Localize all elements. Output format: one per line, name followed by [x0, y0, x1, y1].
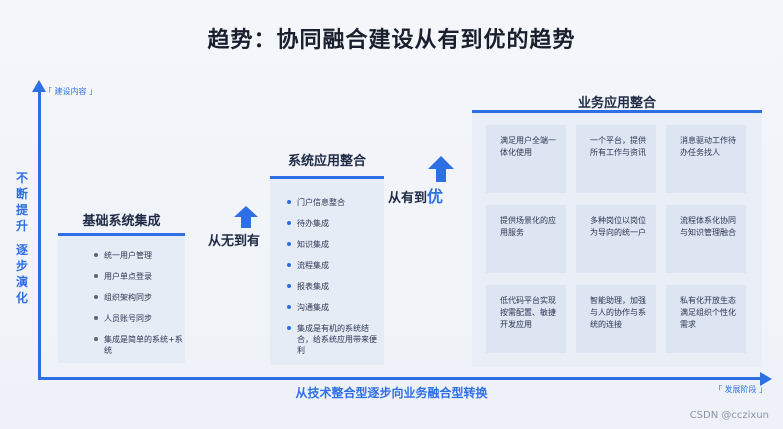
business-cell: 一个平台，提供所有工作与资讯: [576, 125, 656, 193]
business-cell: 消息驱动工作待办任务找人: [666, 125, 746, 193]
page-title: 趋势：协同融合建设从有到优的趋势: [207, 28, 576, 53]
list-item: 人员账号同步: [92, 313, 185, 324]
y-axis-tag: 「 建设内容 」: [44, 87, 98, 96]
y-axis-label-bottom: 逐步演化: [15, 243, 28, 305]
up-arrow-icon: [428, 156, 454, 182]
transition-2-prefix: 从有到: [388, 191, 428, 206]
transition-2-label: 从有到优: [388, 183, 443, 207]
system-stage-card: 门户信息整合待办集成知识集成流程集成报表集成沟通集成集成是有机的系统结合，给系统…: [270, 176, 384, 365]
list-item: 集成是简单的系统+系统: [92, 334, 185, 356]
list-item: 待办集成: [285, 218, 384, 229]
y-axis-label-top: 不断提升: [15, 171, 28, 233]
basic-stage-card: 统一用户管理用户单点登录组织架构同步人员账号同步集成是简单的系统+系统: [58, 233, 185, 363]
business-cell: 提供场景化的应用服务: [486, 205, 566, 273]
watermark: CSDN @cczixun: [689, 410, 769, 421]
list-item: 集成是有机的系统结合，给系统应用带来便利: [285, 323, 384, 356]
list-item: 统一用户管理: [92, 250, 185, 261]
x-axis-tag: 「 发展阶段 」: [714, 385, 768, 394]
list-item: 知识集成: [285, 239, 384, 250]
x-axis-arrow-icon: [760, 372, 772, 386]
business-cell: 私有化开放生态满足组织个性化需求: [666, 285, 746, 353]
list-item: 组织架构同步: [92, 292, 185, 303]
list-item: 门户信息整合: [285, 197, 384, 208]
business-cell: 流程体系化协同与知识管理融合: [666, 205, 746, 273]
y-axis-arrow-icon: [32, 80, 46, 92]
business-stage-panel: 满足用户全端一体化使用 一个平台，提供所有工作与资讯 消息驱动工作待办任务找人 …: [472, 110, 762, 367]
system-stage-title: 系统应用整合: [287, 154, 366, 169]
list-item: 用户单点登录: [92, 271, 185, 282]
business-stage-title: 业务应用整合: [577, 96, 656, 111]
business-cell: 智能助理，加强与人的协作与系统的连接: [576, 285, 656, 353]
transition-1-label: 从无到有: [208, 234, 261, 249]
x-axis-line: [38, 377, 763, 380]
y-axis-label: 不断提升 逐步演化: [14, 170, 30, 306]
list-item: 流程集成: [285, 260, 384, 271]
up-arrow-icon: [234, 206, 258, 228]
basic-stage-title: 基础系统集成: [82, 214, 161, 229]
y-axis-line: [38, 90, 41, 380]
list-item: 沟通集成: [285, 302, 384, 313]
list-item: 报表集成: [285, 281, 384, 292]
business-cell: 满足用户全端一体化使用: [486, 125, 566, 193]
business-cell: 低代码平台实现按需配置、敏捷开发应用: [486, 285, 566, 353]
transition-2-emphasis: 优: [427, 187, 444, 206]
business-cell: 多种岗位以岗位为导向的统一户: [576, 205, 656, 273]
x-axis-label: 从技术整合型逐步向业务融合型转换: [295, 386, 488, 400]
